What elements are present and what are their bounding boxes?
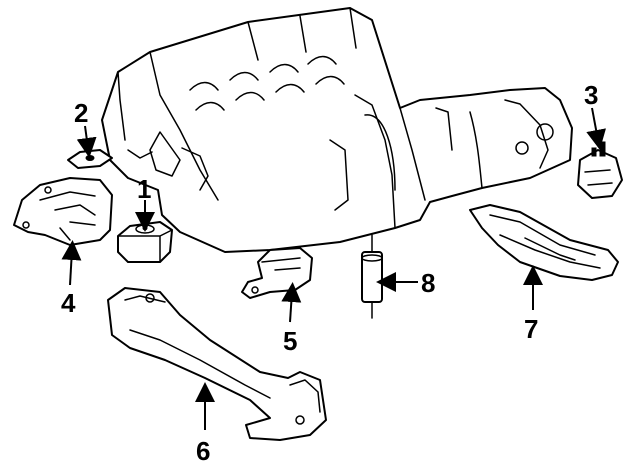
callout-6: 6 xyxy=(196,436,210,466)
callout-3: 3 xyxy=(584,80,598,110)
part-1-engine-mount xyxy=(117,221,173,263)
part-8-damper xyxy=(361,234,383,319)
callout-1: 1 xyxy=(137,174,151,204)
leader-5 xyxy=(281,282,302,323)
part-5-bracket xyxy=(241,247,313,299)
part-4-bracket xyxy=(13,177,113,246)
callout-labels: 1 2 3 4 5 6 7 8 xyxy=(61,80,598,466)
part-6-crossmember xyxy=(107,287,327,441)
engine-transmission-assembly xyxy=(101,7,573,253)
callout-8: 8 xyxy=(421,268,435,298)
leader-lines xyxy=(61,107,606,430)
callout-5: 5 xyxy=(283,326,297,356)
leader-2 xyxy=(76,125,97,158)
leader-3 xyxy=(586,107,606,150)
part-7-support-plate xyxy=(469,204,619,281)
callout-2: 2 xyxy=(74,98,88,128)
callout-4: 4 xyxy=(61,288,76,318)
part-3-rear-mount xyxy=(577,141,623,199)
leader-4 xyxy=(61,240,82,286)
part-2-washer xyxy=(67,149,113,169)
callout-7: 7 xyxy=(524,314,538,344)
